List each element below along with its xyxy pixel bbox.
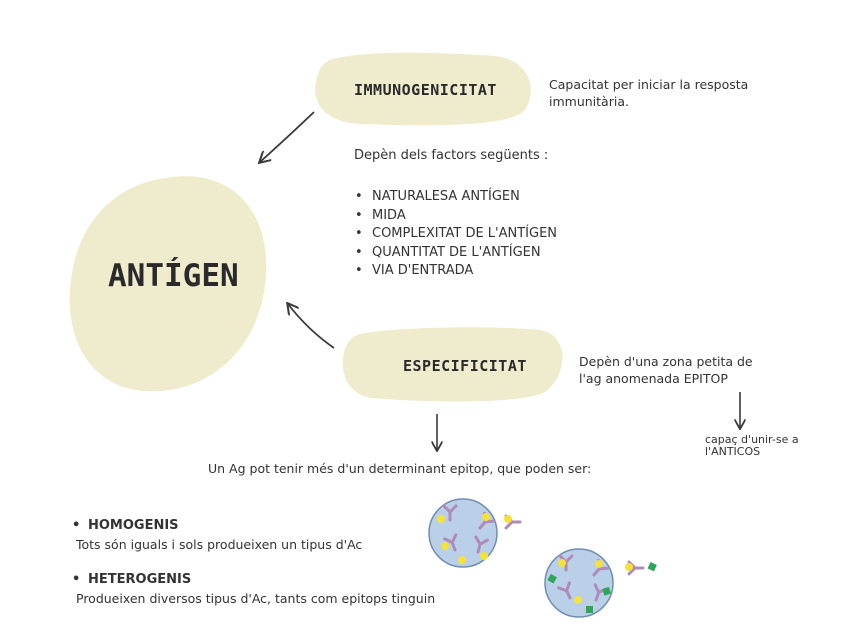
immunogenicitat-definition-line1: Capacitat per iniciar la resposta: [549, 77, 749, 92]
especificitat-title: ESPECIFICITAT: [403, 357, 527, 375]
homogenis-title: HOMOGENIS: [72, 518, 179, 533]
factor-item: VIA D'ENTRADA: [355, 262, 557, 281]
free-antibody-icon: [504, 514, 522, 530]
epitop-note-line1: capaç d'unir-se a: [705, 433, 799, 446]
especificitat-definition-line1: Depèn d'una zona petita de: [579, 354, 753, 369]
factor-item: MIDA: [355, 207, 557, 226]
factor-item: NATURALESA ANTÍGEN: [355, 188, 557, 207]
homogenous-antigen-illustration: [428, 498, 498, 568]
determinants-text: Un Ag pot tenir més d'un determinant epi…: [208, 461, 592, 476]
heterogenis-description: Produeixen diversos tipus d'Ac, tants co…: [76, 591, 436, 606]
especificitat-definition-line2: l'ag anomenada EPITOP: [579, 371, 728, 386]
factor-item: QUANTITAT DE L'ANTÍGEN: [355, 244, 557, 263]
heterogenis-title: HETEROGENIS: [72, 572, 191, 587]
immunogenicitat-blob: [315, 52, 531, 126]
epitop-note-line2: l'ANTICOS: [705, 445, 761, 458]
immunogenicitat-definition-line2: immunitària.: [549, 94, 629, 109]
arrow-especificitat-to-antigen: [288, 304, 335, 349]
arrow-immunogenicitat-to-antigen: [260, 111, 315, 162]
free-antibody-green-icon: [625, 560, 657, 576]
especificitat-blob: [342, 327, 563, 402]
factors-intro: Depèn dels factors següents :: [354, 148, 549, 163]
antigen-blob: [69, 176, 267, 392]
immunogenicitat-title: IMMUNOGENICITAT: [354, 81, 497, 99]
homogenis-description: Tots són iguals i sols produeixen un tip…: [76, 537, 363, 552]
heterogenous-antigen-illustration: [544, 548, 614, 618]
factor-item: COMPLEXITAT DE L'ANTÍGEN: [355, 225, 557, 244]
antigen-label: ANTÍGEN: [108, 258, 239, 294]
factors-list: NATURALESA ANTÍGEN MIDA COMPLEXITAT DE L…: [355, 188, 557, 281]
